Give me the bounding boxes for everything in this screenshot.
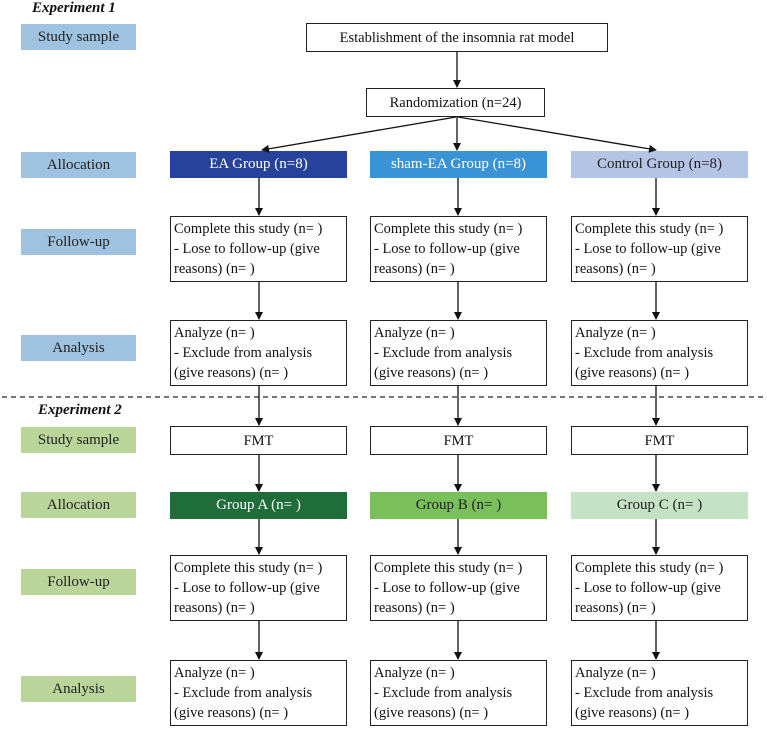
analysis-line: (give reasons) (n= ) [174, 365, 289, 381]
analysis-box-sham: Analyze (n= ) - Exclude from analysis (g… [370, 320, 547, 386]
analysis-line: Analyze (n= ) [374, 325, 455, 341]
stage-allocation-2: Allocation [21, 492, 136, 518]
analysis-line: Analyze (n= ) [174, 665, 255, 681]
fmt-box-b: FMT [370, 426, 547, 455]
stage-analysis-2: Analysis [21, 676, 136, 702]
analysis-line: - Exclude from analysis [174, 685, 313, 701]
experiment-1-title: Experiment 1 [32, 0, 116, 16]
analysis-line: - Exclude from analysis [575, 345, 714, 361]
analysis-line: Analyze (n= ) [575, 325, 656, 341]
followup-line: reasons) (n= ) [374, 261, 455, 277]
group-a-box: Group A (n= ) [170, 492, 347, 519]
stage-analysis-1: Analysis [21, 335, 136, 361]
followup-line: Complete this study (n= ) [374, 221, 523, 237]
fmt-box-c: FMT [571, 426, 748, 455]
followup-line: - Lose to follow-up (give [575, 241, 721, 257]
analysis-line: (give reasons) (n= ) [575, 705, 690, 721]
analysis-box-control: Analyze (n= ) - Exclude from analysis (g… [571, 320, 748, 386]
establishment-box: Establishment of the insomnia rat model [306, 23, 608, 52]
followup-line: reasons) (n= ) [575, 600, 656, 616]
followup-line: - Lose to follow-up (give [174, 580, 320, 596]
experiment-2-title: Experiment 2 [38, 402, 122, 418]
analysis-line: (give reasons) (n= ) [374, 705, 489, 721]
followup-line: reasons) (n= ) [174, 261, 255, 277]
followup-line: Complete this study (n= ) [575, 560, 724, 576]
followup-box-ea: Complete this study (n= ) - Lose to foll… [170, 216, 347, 282]
followup-line: reasons) (n= ) [575, 261, 656, 277]
followup-line: Complete this study (n= ) [174, 560, 323, 576]
group-b-box: Group B (n= ) [370, 492, 547, 519]
followup-line: reasons) (n= ) [374, 600, 455, 616]
analysis-line: (give reasons) (n= ) [575, 365, 690, 381]
followup-line: Complete this study (n= ) [575, 221, 724, 237]
stage-study-sample-1: Study sample [21, 24, 136, 50]
followup-box-b: Complete this study (n= ) - Lose to foll… [370, 555, 547, 621]
analysis-line: Analyze (n= ) [174, 325, 255, 341]
followup-line: - Lose to follow-up (give [575, 580, 721, 596]
control-group-box: Control Group (n=8) [571, 151, 748, 178]
followup-line: Complete this study (n= ) [374, 560, 523, 576]
analysis-line: Analyze (n= ) [374, 665, 455, 681]
analysis-line: Analyze (n= ) [575, 665, 656, 681]
stage-allocation-1: Allocation [21, 152, 136, 178]
followup-box-control: Complete this study (n= ) - Lose to foll… [571, 216, 748, 282]
analysis-line: - Exclude from analysis [374, 345, 513, 361]
ea-group-box: EA Group (n=8) [170, 151, 347, 178]
followup-line: - Lose to follow-up (give [374, 580, 520, 596]
stage-followup-1: Follow-up [21, 229, 136, 255]
analysis-box-c: Analyze (n= ) - Exclude from analysis (g… [571, 660, 748, 726]
arrow-random-to-ea [261, 116, 457, 153]
group-c-box: Group C (n= ) [571, 492, 748, 519]
analysis-line: - Exclude from analysis [174, 345, 313, 361]
followup-box-sham: Complete this study (n= ) - Lose to foll… [370, 216, 547, 282]
followup-box-a: Complete this study (n= ) - Lose to foll… [170, 555, 347, 621]
arrow-random-to-control [457, 116, 657, 153]
analysis-box-b: Analyze (n= ) - Exclude from analysis (g… [370, 660, 547, 726]
fmt-box-a: FMT [170, 426, 347, 455]
followup-box-c: Complete this study (n= ) - Lose to foll… [571, 555, 748, 621]
analysis-line: - Exclude from analysis [575, 685, 714, 701]
analysis-box-a: Analyze (n= ) - Exclude from analysis (g… [170, 660, 347, 726]
analysis-line: - Exclude from analysis [374, 685, 513, 701]
analysis-line: (give reasons) (n= ) [174, 705, 289, 721]
followup-line: reasons) (n= ) [174, 600, 255, 616]
followup-line: Complete this study (n= ) [174, 221, 323, 237]
stage-followup-2: Follow-up [21, 569, 136, 595]
stage-study-sample-2: Study sample [21, 427, 136, 453]
followup-line: - Lose to follow-up (give [174, 241, 320, 257]
analysis-box-ea: Analyze (n= ) - Exclude from analysis (g… [170, 320, 347, 386]
followup-line: - Lose to follow-up (give [374, 241, 520, 257]
analysis-line: (give reasons) (n= ) [374, 365, 489, 381]
sham-ea-group-box: sham-EA Group (n=8) [370, 151, 547, 178]
